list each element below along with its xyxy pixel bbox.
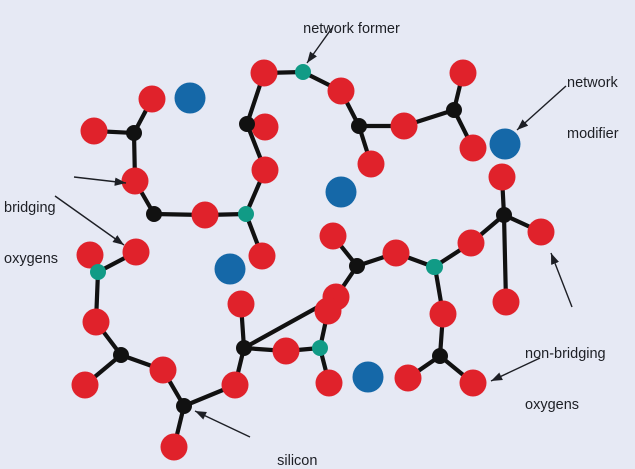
oxygen-node-o1 [80,117,108,145]
leader-arrow-network-modifier [516,85,567,131]
label-network-modifier-line2: modifier [567,126,619,142]
label-network-modifier: network modifier [567,41,619,177]
oxygen-node-o22 [82,308,110,336]
silicon-node-si9 [176,398,192,414]
oxygen-node-o32 [394,364,422,392]
silicon-node-si6 [496,207,512,223]
label-network-former-text: network former [303,21,400,37]
silicon-node-si10 [236,340,252,356]
oxygen-node-o30 [314,297,342,325]
label-silicon: silicon [261,436,317,469]
silicon-node-si7 [349,258,365,274]
silicon-node-si3 [239,116,255,132]
node-layer [71,59,555,461]
oxygen-node-o31 [429,300,457,328]
label-non-bridging-oxygens: non-bridging oxygens [525,312,606,448]
silicon-node-si11 [432,348,448,364]
oxygen-node-o7 [251,113,279,141]
oxygen-node-o34 [492,288,520,316]
label-bridging-oxygens: bridging oxygens [4,166,58,302]
network-former-node-f4 [90,264,106,280]
oxygen-node-o14 [488,163,516,191]
oxygen-node-o25 [160,433,188,461]
leader-arrow-network-former [306,27,333,64]
oxygen-node-o28 [272,337,300,365]
label-network-modifier-line1: network [567,75,618,91]
label-non-bridging-oxygens-line2: oxygens [525,397,580,413]
leader-arrow-non-bridging-oxygens-2 [490,357,541,382]
network-former-node-f5 [312,340,328,356]
oxygen-node-o26 [221,371,249,399]
oxygen-node-o5 [251,156,279,184]
oxygen-node-o11 [390,112,418,140]
oxygen-node-o4 [191,201,219,229]
oxygen-node-o17 [382,239,410,267]
leader-arrow-bridging-oxygens-2 [54,195,125,246]
label-non-bridging-oxygens-line1: non-bridging [525,346,606,362]
oxygen-node-o12 [449,59,477,87]
network-former-node-f2 [295,64,311,80]
bond-o34-si6 [501,212,509,305]
oxygen-node-o33 [459,369,487,397]
leader-line-layer [54,27,573,438]
network-modifier-node-m1 [174,82,206,114]
network-modifier-node-m4 [214,253,246,285]
oxygen-node-o21 [122,238,150,266]
silicon-node-si2 [146,206,162,222]
oxygen-node-o8 [250,59,278,87]
oxygen-node-o15 [527,218,555,246]
oxygen-node-o24 [149,356,177,384]
network-former-node-f1 [238,206,254,222]
oxygen-node-o3 [121,167,149,195]
oxygen-node-o16 [457,229,485,257]
silicon-node-si4 [351,118,367,134]
oxygen-node-o6 [248,242,276,270]
leader-arrow-non-bridging-oxygens [550,252,573,308]
network-modifier-node-m2 [489,128,521,160]
network-modifier-node-m3 [325,176,357,208]
oxygen-node-o13 [459,134,487,162]
leader-arrow-silicon [194,410,251,438]
oxygen-node-o20 [76,241,104,269]
leader-arrow-bridging-oxygens [73,176,127,186]
oxygen-node-o18 [319,222,347,250]
label-silicon-text: silicon [277,453,318,469]
oxygen-node-o29 [315,369,343,397]
silicon-node-si8 [113,347,129,363]
network-modifier-node-m5 [352,361,384,393]
oxygen-node-o23 [71,371,99,399]
oxygen-node-o9 [327,77,355,105]
oxygen-node-o27 [227,290,255,318]
silicon-node-si1 [126,125,142,141]
label-bridging-oxygens-line1: bridging [4,200,56,216]
oxygen-node-o10 [357,150,385,178]
label-bridging-oxygens-line2: oxygens [4,251,59,267]
label-network-former: network former [287,4,400,55]
silicon-node-si5 [446,102,462,118]
network-former-node-f6 [427,259,443,275]
oxygen-node-o2 [138,85,166,113]
